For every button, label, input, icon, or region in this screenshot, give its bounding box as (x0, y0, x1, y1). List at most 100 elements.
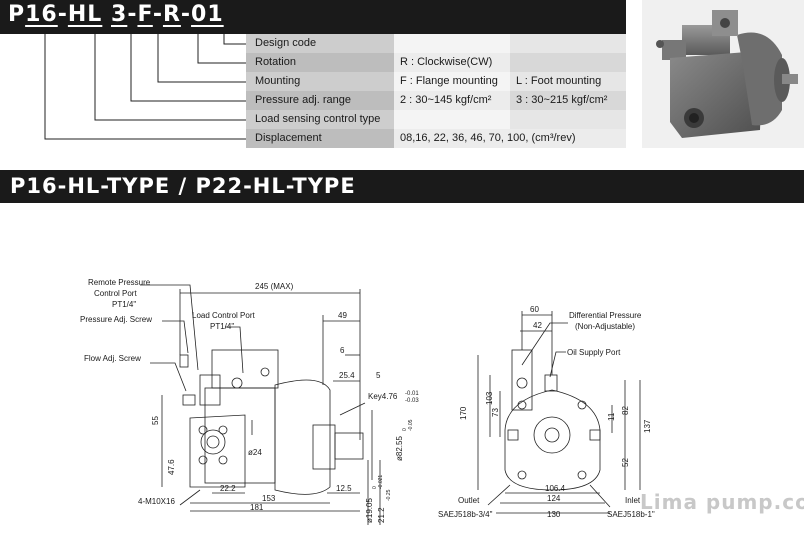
label-load-control-port: Load Control Port (192, 311, 255, 320)
dim-42: 42 (533, 321, 542, 330)
code-pressure: 3 (111, 2, 128, 27)
dim-11: 11 (607, 412, 616, 421)
label-bolt: 4-M10X16 (138, 497, 175, 506)
code-design: 01 (191, 2, 224, 27)
code-dash: - (180, 2, 192, 27)
code-series: P (8, 2, 26, 27)
spec-row-displacement: Displacement 08,16, 22, 36, 46, 70, 100,… (246, 129, 626, 148)
label-load-control-port-2: PT1/4" (210, 322, 234, 331)
spec-row-mounting: Mounting F : Flange mounting L : Foot mo… (246, 72, 626, 91)
spec-value: 3 : 30~215 kgf/cm² (510, 91, 626, 110)
dim-181: 181 (250, 503, 264, 512)
code-rotation: R (162, 2, 181, 27)
dim-106-4: 106.4 (545, 484, 566, 493)
dim-130: 130 (547, 510, 561, 519)
dim-6: 6 (340, 346, 345, 355)
dim-245-max: 245 (MAX) (255, 282, 294, 291)
dim-25-4: 25.4 (339, 371, 355, 380)
label-outlet: Outlet (458, 496, 480, 505)
dim-5: 5 (376, 371, 381, 380)
dim-82-55-tolerance-lower: -0.05 (408, 419, 414, 431)
dim-73: 73 (491, 408, 500, 417)
spec-value (394, 110, 510, 129)
spec-row-rotation: Rotation R : Clockwise(CW) (246, 53, 626, 72)
pressure-adj-screw (179, 354, 189, 368)
dim-49: 49 (338, 311, 347, 320)
spec-value (394, 34, 510, 53)
dim-60: 60 (530, 305, 539, 314)
dim-47-6: 47.6 (167, 459, 176, 475)
model-code-bar (0, 0, 626, 34)
watermark: Lima pump.com (640, 490, 804, 514)
code-mounting: F (137, 2, 153, 27)
spec-value: F : Flange mounting (394, 72, 510, 91)
spec-row-design-code: Design code (246, 34, 626, 53)
spec-label: Displacement (246, 129, 394, 148)
dim-52: 52 (621, 458, 630, 467)
label-flow-adj-screw: Flow Adj. Screw (84, 354, 141, 363)
dim-82: 82 (621, 406, 630, 415)
dim-19-05: ø19.05 (365, 498, 374, 523)
dim-19-05-tolerance-upper: 0 (372, 486, 378, 489)
spec-value: R : Clockwise(CW) (394, 53, 510, 72)
spec-value: 08,16, 22, 36, 46, 70, 100, (cm³/rev) (394, 129, 626, 148)
code-leader-lines (44, 34, 246, 140)
label-remote-pressure-2: Control Port (94, 289, 137, 298)
code-control-type: HL (67, 2, 103, 27)
mounting-flange (189, 414, 246, 488)
dim-12-5: 12.5 (336, 484, 352, 493)
pump-photo-illustration (656, 10, 798, 138)
shaft-bore (533, 416, 571, 454)
dim-24: ø24 (248, 448, 262, 457)
label-remote-pressure-3: PT1/4" (112, 300, 136, 309)
spec-value (510, 34, 626, 53)
dim-103: 103 (485, 391, 494, 405)
section-title-bar (0, 170, 804, 203)
dim-82-55: ø82.55 (395, 436, 404, 461)
dim-55: 55 (151, 416, 160, 425)
spec-value: L : Foot mounting (510, 72, 626, 91)
dim-key: Key4.76 (368, 392, 398, 401)
spec-label: Rotation (246, 53, 394, 72)
code-displacement: 16 (25, 2, 58, 27)
spec-row-load-sensing: Load sensing control type (246, 110, 626, 129)
product-photo (642, 0, 804, 148)
spec-label: Design code (246, 34, 394, 53)
code-dash: - (152, 2, 163, 27)
dim-21-2-tolerance: -0.25 (386, 489, 392, 501)
code-dash: - (127, 2, 138, 27)
label-pressure-adj-screw: Pressure Adj. Screw (80, 315, 152, 324)
label-oil-supply-port: Oil Supply Port (567, 348, 621, 357)
dim-22-2: 22.2 (220, 484, 236, 493)
spec-value: 2 : 30~145 kgf/cm² (394, 91, 510, 110)
label-differential-pressure: Differential Pressure (569, 311, 642, 320)
dim-21-2: 21.2 (377, 507, 386, 523)
dim-170: 170 (459, 406, 468, 420)
spec-value (510, 110, 626, 129)
port-circle (200, 429, 226, 455)
spec-label: Mounting (246, 72, 394, 91)
label-outlet-spec: SAEJ518b-3/4" (438, 510, 493, 519)
label-inlet: Inlet (625, 496, 641, 505)
drive-shaft (334, 432, 364, 460)
spec-value (510, 53, 626, 72)
dim-124: 124 (547, 494, 561, 503)
label-remote-pressure: Remote Pressure (88, 278, 151, 287)
label-non-adjustable: (Non-Adjustable) (575, 322, 635, 331)
key-tolerance-upper: -0.01 (405, 391, 419, 397)
code-dash: - (57, 2, 68, 27)
key-tolerance-lower: -0.03 (405, 398, 419, 404)
label-inlet-spec: SAEJ518b-1" (607, 510, 655, 519)
spec-row-pressure-range: Pressure adj. range 2 : 30~145 kgf/cm² 3… (246, 91, 626, 110)
section-title: P16-HL-TYPE / P22-HL-TYPE (10, 174, 356, 198)
pump-housing (204, 387, 276, 484)
pump-rear-cover (274, 379, 331, 495)
dimension-drawing: Remote Pressure Control Port PT1/4" Pres… (80, 278, 655, 525)
spec-label: Load sensing control type (246, 110, 394, 129)
dim-82-55-tolerance-upper: 0 (402, 428, 408, 431)
dim-153: 153 (262, 494, 276, 503)
model-code: P16-HL 3-F-R-01 (8, 2, 224, 27)
dim-19-05-tolerance-lower: -0.021 (378, 475, 384, 489)
dim-137: 137 (643, 419, 652, 433)
spec-label: Pressure adj. range (246, 91, 394, 110)
